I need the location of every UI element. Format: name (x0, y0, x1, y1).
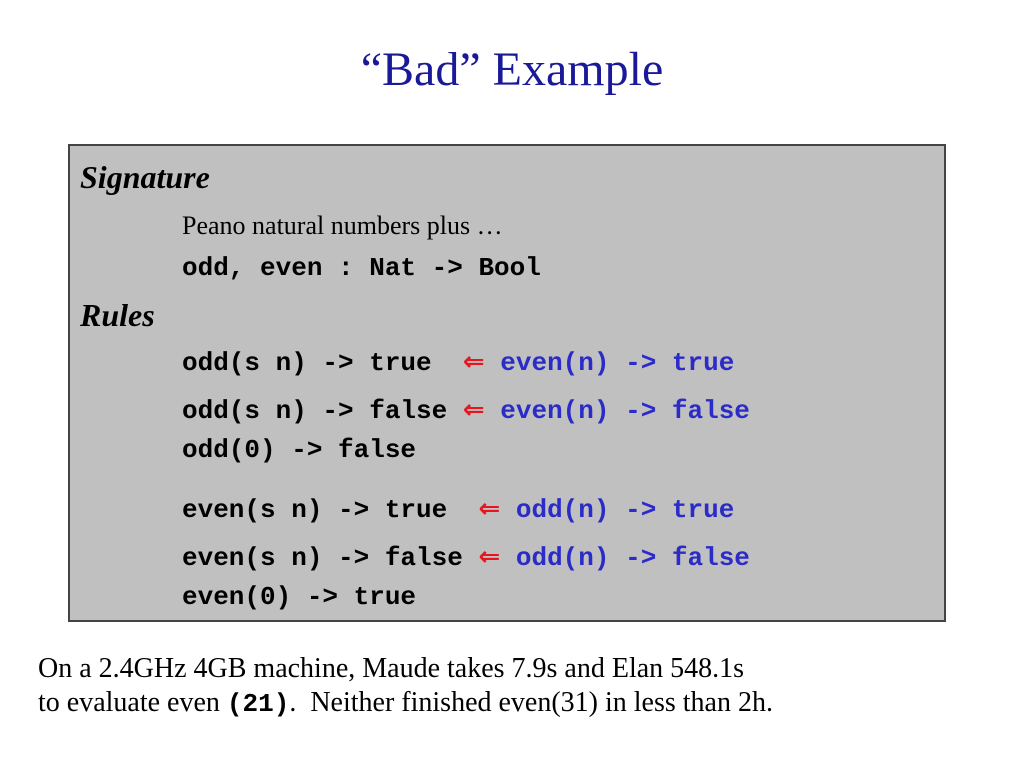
rule-lhs: even(s n) -> false (182, 543, 463, 573)
signature-declaration: odd, even : Nat -> Bool (182, 253, 541, 283)
rule-line: even(s n) -> true ⇐ odd(n) -> true (182, 493, 734, 526)
conditional-arrow-icon: ⇐ (478, 542, 501, 572)
signature-description: Peano natural numbers plus … (182, 211, 503, 240)
conditional-arrow-icon: ⇐ (462, 395, 485, 425)
rules-heading: Rules (80, 297, 155, 333)
rule-condition: odd(n) -> false (515, 543, 750, 573)
signature-heading: Signature (80, 159, 210, 195)
rule-line: even(s n) -> false ⇐ odd(n) -> false (182, 541, 750, 574)
footer-line-2-post: . Neither finished even(31) in less than… (289, 687, 773, 718)
rule-lhs: odd(0) -> false (182, 435, 417, 465)
rule-condition: odd(n) -> true (515, 495, 735, 525)
rule-line: even(0) -> true (182, 581, 416, 613)
slide-title: “Bad” Example (360, 43, 664, 96)
conditional-arrow-icon: ⇐ (478, 494, 501, 524)
rule-line: odd(s n) -> false ⇐ even(n) -> false (182, 394, 750, 427)
rule-line: odd(0) -> false (182, 434, 416, 466)
rule-lhs: odd(s n) -> true (182, 348, 448, 378)
footer-line-2-pre: to evaluate even (38, 687, 227, 718)
rule-line: odd(s n) -> true ⇐ even(n) -> true (182, 346, 734, 379)
footer-note: On a 2.4GHz 4GB machine, Maude takes 7.9… (38, 652, 1013, 721)
rules-box: Signature Peano natural numbers plus … o… (68, 144, 946, 622)
footer-code: (21) (226, 689, 290, 719)
rule-condition: even(n) -> false (500, 396, 750, 426)
conditional-arrow-icon: ⇐ (462, 347, 485, 377)
footer-line-1: On a 2.4GHz 4GB machine, Maude takes 7.9… (38, 653, 745, 684)
rule-condition: even(n) -> true (500, 348, 735, 378)
rule-lhs: odd(s n) -> false (182, 396, 448, 426)
rule-lhs: even(0) -> true (182, 582, 417, 612)
rule-lhs: even(s n) -> true (182, 495, 463, 525)
